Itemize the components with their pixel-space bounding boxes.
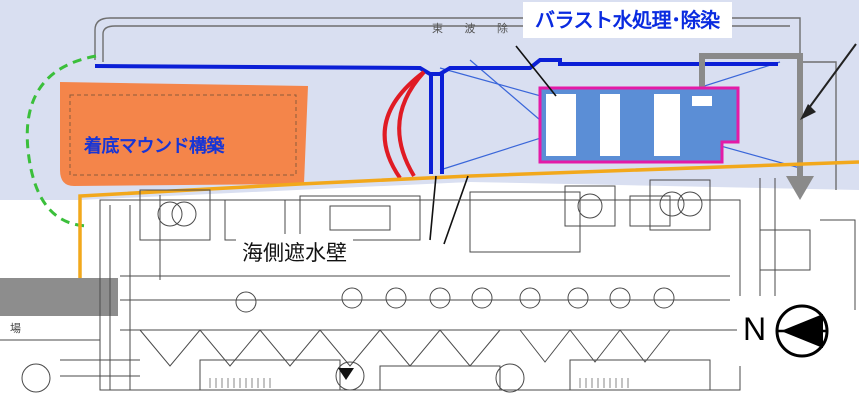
silt-curtain-arcs [382,70,426,180]
gray-arrowhead [786,176,814,200]
seawall-line [78,160,859,292]
breakwater-faint-text: 東 波 除 [432,22,517,35]
seawall-leader-lines [429,175,469,245]
plant-drawing [0,178,856,393]
sea-side-impermeable-wall-label: 海側遮水壁 [236,234,353,272]
blue-vertical-lines [429,72,444,174]
pointer-line [805,43,857,113]
mound-area [60,82,308,186]
ground-strip [0,278,118,316]
gray-arrow-path [699,53,803,176]
compass-arrow-icon [775,304,829,358]
side-faint-text: 場 [10,322,21,335]
compass-north-letter: N [743,311,767,347]
ballast-water-treatment-label: バラスト水処理･除染 [523,2,732,38]
mound-construction-label: 着底マウンド構築 [84,136,225,157]
down-triangle-marker [338,368,354,380]
north-compass: N [737,296,833,366]
blue-boundary-line [94,58,778,76]
drawing-hatching [209,378,629,388]
ship-leader-line [515,45,557,97]
pointer-arrowhead [800,104,816,120]
treatment-ship [538,86,740,164]
pier-outline [94,17,837,190]
